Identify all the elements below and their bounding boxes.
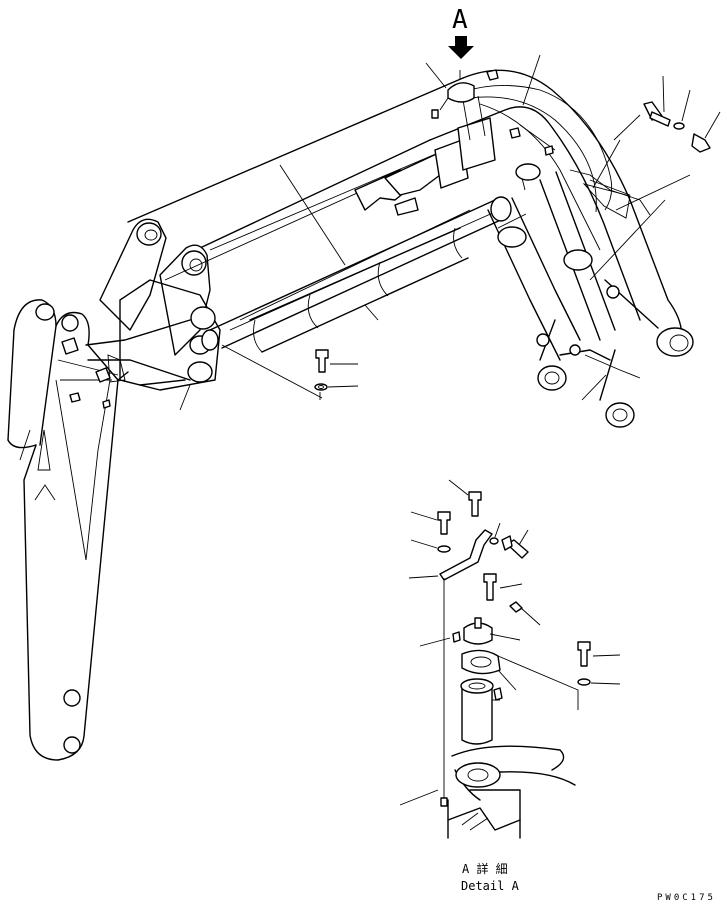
arm [7,299,129,761]
boom-foot-bracket [85,319,191,386]
drawing-code: PW0C175 [657,893,716,903]
boom-cylinder [201,196,512,353]
bolt-washer-set-2 [643,75,721,153]
arm-cylinder [487,163,635,428]
detail-caption-ja: A 詳 細 [462,861,508,876]
boom [99,69,694,391]
bolt-washer-set-1 [314,349,359,400]
detail-caption-en: Detail A [461,879,520,893]
view-marker-letter: A [452,5,468,35]
detail-a [399,479,621,839]
leader-lines-main [179,54,691,411]
view-marker: A [448,5,474,59]
grease-fitting-top [431,69,554,156]
view-arrow-icon [448,36,474,59]
detail-caption: A 詳 細 Detail A [461,861,520,893]
